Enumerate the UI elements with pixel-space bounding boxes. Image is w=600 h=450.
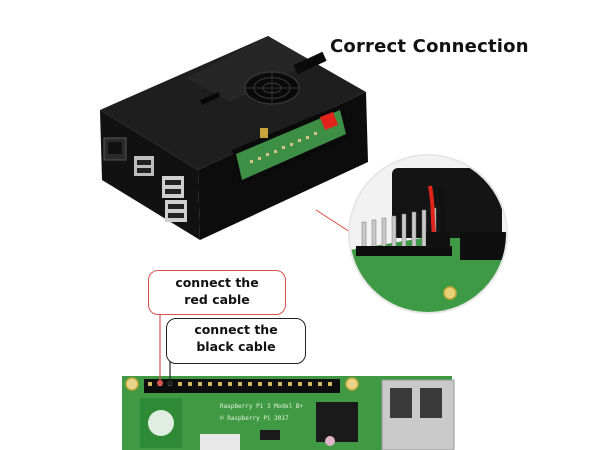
zoom-pointer-line <box>315 209 351 233</box>
black-callout-line-1: connect the <box>194 322 278 337</box>
black-callout-line-2: black cable <box>196 339 276 354</box>
red-callout-line-1: connect the <box>175 275 259 290</box>
black-cable-pin-marker <box>167 380 173 386</box>
silkscreen-copyright: © Raspberry Pi 2017 <box>220 415 289 422</box>
red-callout-line-2: red cable <box>184 292 250 307</box>
red-cable-pin-marker <box>157 380 163 386</box>
fan-grille <box>244 71 300 105</box>
zoom-detail-circle <box>348 154 508 314</box>
black-cable-callout: connect the black cable <box>166 318 306 364</box>
black-case <box>100 36 368 240</box>
silkscreen-model: Raspberry Pi 3 Model B+ <box>220 403 303 410</box>
raspberry-pi-board <box>122 376 455 450</box>
case-ports <box>103 137 187 222</box>
page-title: Correct Connection <box>330 36 529 57</box>
gpio-opening <box>232 104 350 185</box>
red-cable-callout: connect the red cable <box>148 270 286 315</box>
